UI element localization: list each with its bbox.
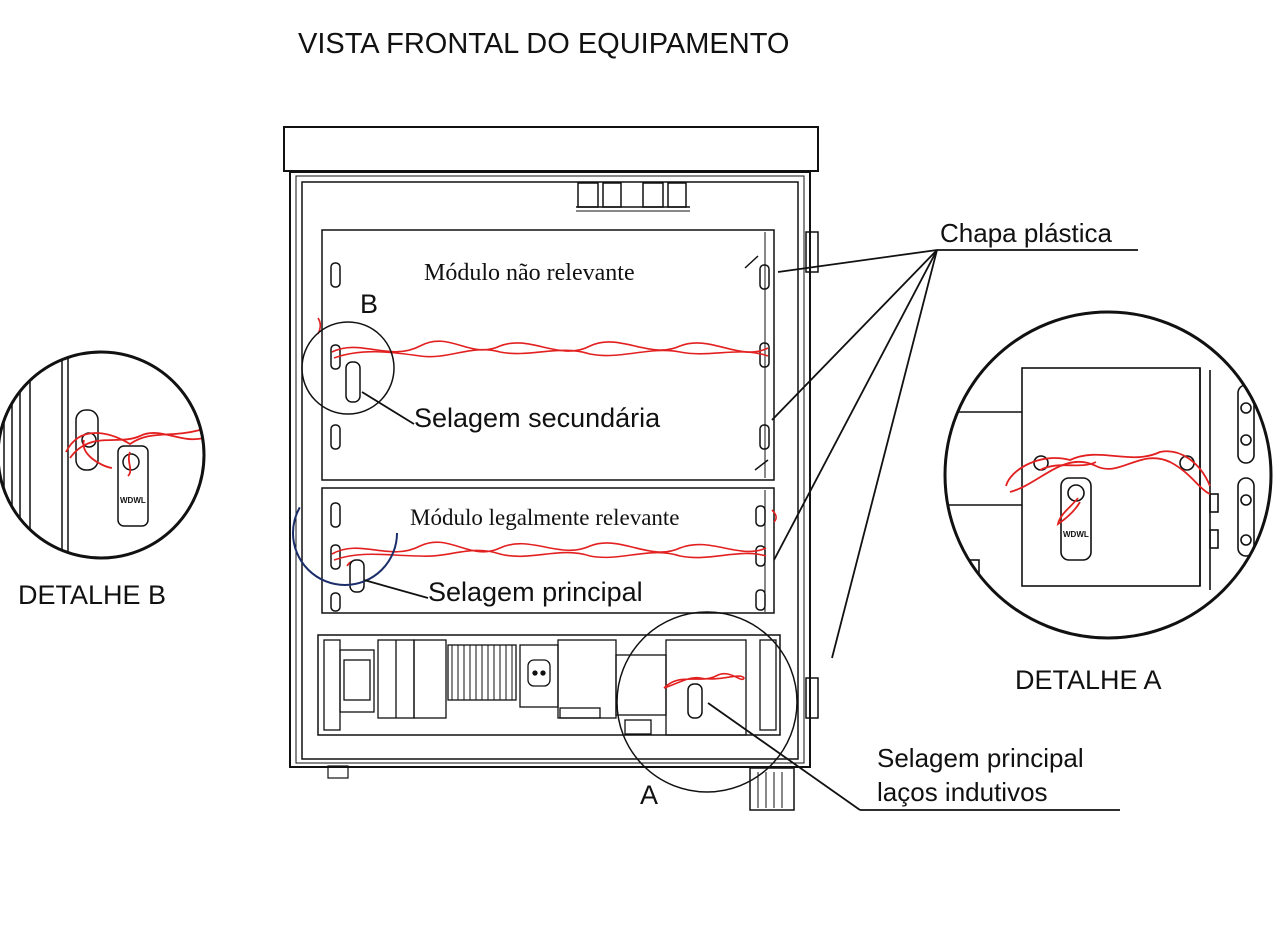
callout-lacos-line2: laços indutivos — [877, 777, 1048, 807]
callout-chapa-plastica: Chapa plástica — [940, 218, 1112, 248]
main-seal-wire — [331, 541, 767, 555]
leader-lines — [361, 249, 1138, 811]
detail-a-stamp: WDWL — [1063, 530, 1089, 539]
cabinet-roof — [283, 126, 819, 172]
callout-selagem-secundaria: Selagem secundária — [414, 403, 661, 433]
callout-selagem-principal: Selagem principal — [428, 577, 643, 607]
marker-circle-blue — [292, 480, 398, 586]
seal-wires — [317, 317, 777, 701]
cabinet — [283, 126, 819, 811]
module-top-label: Módulo não relevante — [424, 260, 635, 286]
cable-gland — [749, 767, 795, 811]
marker-circle-b — [301, 321, 395, 415]
terminal-panel — [317, 634, 781, 736]
detail-a-label: DETALHE A — [1015, 665, 1162, 695]
diagram-title: VISTA FRONTAL DO EQUIPAMENTO — [298, 28, 790, 60]
cabinet-body-inner — [301, 181, 799, 760]
detail-b-stamp: WDWL — [120, 496, 146, 505]
callout-lacos-line1: Selagem principal — [877, 743, 1084, 773]
cabinet-body-outer — [289, 171, 811, 768]
hinge-bottom — [805, 677, 819, 719]
loop-seal-wire — [663, 672, 745, 689]
detail-b-label: DETALHE B — [18, 580, 167, 610]
module-middle — [321, 487, 775, 614]
hinge-top — [805, 231, 819, 273]
detail-a-view — [943, 310, 1273, 640]
marker-a-label: A — [640, 780, 659, 810]
marker-circle-a — [616, 611, 798, 793]
module-middle-label: Módulo legalmente relevante — [410, 505, 680, 530]
marker-b-label: B — [360, 289, 379, 319]
secondary-seal-wire — [331, 340, 769, 353]
detail-b-view — [0, 350, 206, 560]
